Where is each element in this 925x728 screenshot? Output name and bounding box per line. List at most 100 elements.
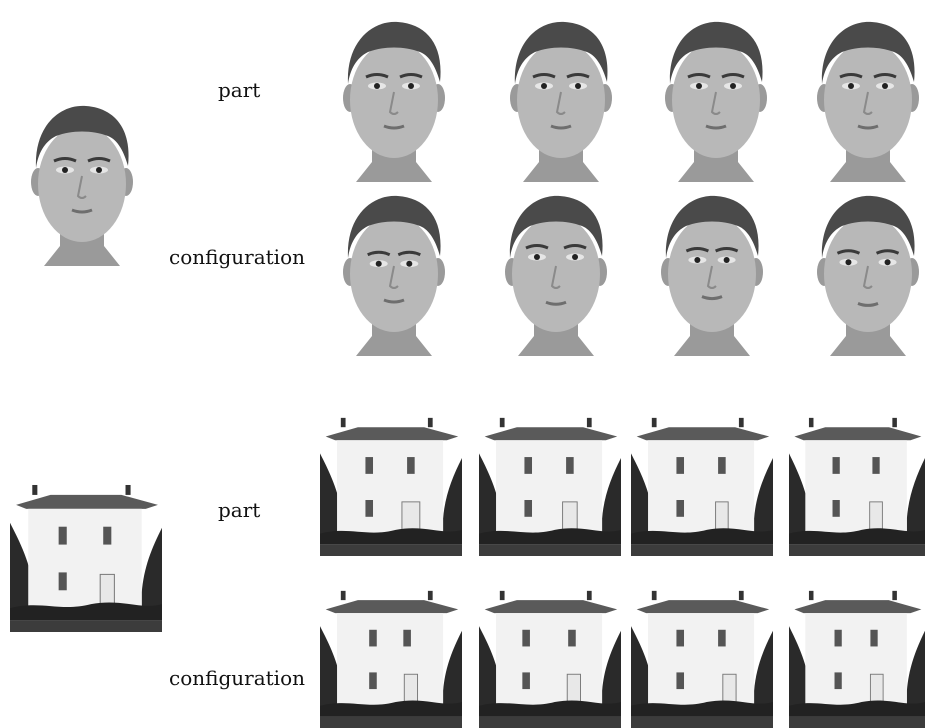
wall-shape (28, 508, 142, 609)
face-svg (661, 195, 763, 356)
chimney-left-shape (499, 417, 505, 428)
face-svg (510, 21, 612, 182)
hair-shape (347, 21, 441, 84)
nose-shape (388, 91, 399, 115)
face-shape (350, 42, 438, 158)
roof-shape (484, 600, 618, 614)
window-shape (834, 629, 842, 647)
house-svg (10, 483, 162, 632)
chimney-right-shape (738, 417, 744, 428)
nose-shape (706, 265, 717, 289)
pupil-left-shape (533, 254, 540, 261)
window-shape (365, 500, 374, 517)
window-shape (870, 629, 878, 647)
roof-shape (794, 427, 922, 441)
brow-left-shape (365, 73, 389, 79)
brow-right-shape (566, 73, 590, 79)
roof-shape (794, 600, 922, 614)
window-shape (676, 629, 685, 647)
face-shape (668, 216, 756, 332)
hair-shape (514, 21, 608, 84)
pupil-right-shape (572, 254, 579, 261)
ground-shape (789, 716, 925, 728)
face-shape (824, 216, 912, 332)
trees-left-shape (631, 626, 654, 715)
bushes-shape (10, 602, 162, 621)
chimney-right-shape (586, 417, 592, 428)
chimney-left-shape (651, 590, 657, 601)
face-part-image (664, 12, 768, 182)
roof-shape (16, 494, 158, 509)
house-part-image (320, 416, 462, 556)
chimney-left-shape (32, 484, 38, 495)
nose-shape (862, 265, 873, 289)
house-svg (320, 416, 462, 556)
mouth-shape (857, 124, 879, 130)
face-shape (512, 216, 600, 332)
trees-right-shape (754, 458, 773, 542)
house-part-image (631, 416, 773, 556)
window-shape (676, 500, 685, 517)
brow-right-shape (563, 244, 587, 250)
brow-right-shape (397, 250, 421, 257)
window-shape (522, 629, 530, 647)
house-svg (789, 589, 925, 728)
window-shape (718, 457, 726, 474)
pupil-left-shape (848, 83, 854, 89)
wall-shape (496, 440, 603, 534)
wall-shape (648, 440, 755, 534)
chimney-left-shape (499, 590, 505, 601)
brow-right-shape (399, 73, 423, 79)
window-shape (676, 457, 685, 474)
house-part-image (479, 416, 621, 556)
face-svg (343, 195, 445, 356)
pupil-right-shape (884, 259, 891, 266)
roof-shape (484, 427, 618, 441)
pupil-left-shape (375, 260, 382, 267)
face-svg (817, 195, 919, 356)
pupil-right-shape (882, 83, 888, 89)
brow-right-shape (714, 247, 739, 253)
mouth-shape (383, 124, 405, 130)
brow-right-shape (721, 73, 745, 79)
hair-shape (509, 195, 603, 258)
house-svg (631, 589, 773, 728)
trees-right-shape (906, 630, 925, 715)
face-svg (343, 21, 445, 182)
face-svg (665, 21, 767, 182)
wall-shape (805, 613, 907, 706)
pupil-left-shape (541, 83, 547, 89)
face-shape (672, 42, 760, 158)
trees-right-shape (141, 527, 162, 618)
brow-left-shape (525, 244, 549, 250)
trees-right-shape (602, 458, 621, 542)
window-shape (522, 672, 530, 690)
house-configuration-image (631, 589, 773, 728)
bushes-shape (631, 700, 773, 717)
house-configuration-image (320, 589, 462, 728)
nose-shape (862, 91, 873, 115)
brow-left-shape (532, 73, 556, 79)
chimney-right-shape (738, 590, 744, 601)
wall-shape (805, 440, 907, 534)
face-part-image (816, 12, 920, 182)
window-shape (58, 572, 67, 591)
wall-shape (648, 613, 755, 706)
face-configuration-image (660, 186, 764, 356)
window-shape (834, 672, 842, 690)
face-part-image (509, 12, 613, 182)
brow-left-shape (53, 157, 77, 163)
bushes-shape (479, 528, 621, 545)
chimney-left-shape (808, 590, 814, 601)
brow-left-shape (839, 73, 863, 79)
chimney-right-shape (892, 417, 897, 428)
wall-shape (337, 613, 444, 706)
window-shape (403, 629, 411, 647)
window-shape (676, 672, 685, 690)
hair-shape (665, 195, 759, 258)
brow-right-shape (875, 249, 900, 255)
hair-shape (821, 195, 915, 258)
trees-right-shape (443, 458, 462, 542)
pupil-left-shape (694, 257, 701, 263)
mouth-shape (550, 124, 572, 130)
